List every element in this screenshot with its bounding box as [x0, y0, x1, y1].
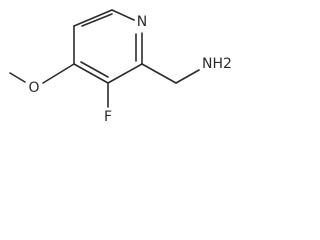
ring-bond-c6-c5 [73, 9, 113, 27]
ring-nitrogen-label: N [137, 14, 147, 30]
chemical-structure: N F O NH2 [9, 9, 232, 125]
ring-double-bond-c4-c3 [80, 61, 109, 78]
fluorine-label: F [104, 109, 112, 125]
ring-double-bond-c6-c5 [81, 13, 113, 27]
amine-label: NH2 [202, 56, 232, 72]
methoxy-oxygen-label: O [28, 80, 39, 96]
bond-oxygen-methyl [9, 72, 26, 83]
ring-bond-c3-c2 [107, 63, 143, 84]
bond-c2-ch2 [141, 63, 177, 84]
ring-bond-n1-c6 [111, 9, 135, 21]
ring-bond-c4-c3 [73, 63, 109, 84]
bond-ch2-nh2 [175, 69, 200, 84]
bond-c4-oxygen [42, 63, 75, 84]
